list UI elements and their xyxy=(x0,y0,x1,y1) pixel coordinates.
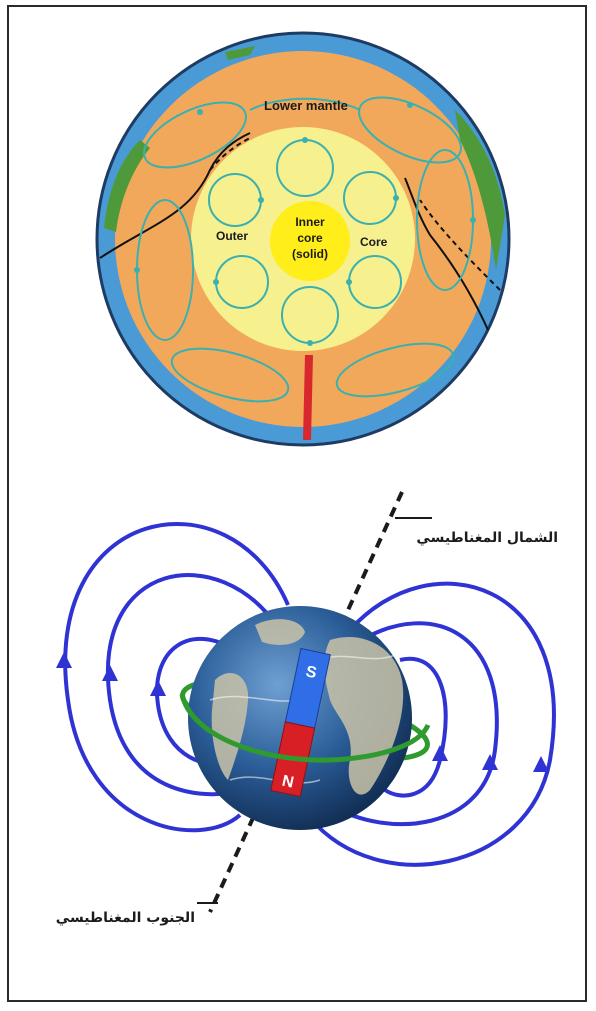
convection-arrowhead xyxy=(346,279,352,285)
mantle-convection-loop xyxy=(249,97,361,111)
convection-arrowhead xyxy=(470,217,476,223)
mantle-convection-loop xyxy=(170,347,290,403)
outer-core-convection-cells xyxy=(208,139,402,344)
convection-arrowhead xyxy=(393,195,399,201)
mantle-convection-loop xyxy=(143,101,247,169)
subduction-slab-right-dashed xyxy=(419,199,501,291)
subduction-slab-left-dashed xyxy=(209,136,253,171)
continent-right xyxy=(455,110,505,270)
inner-core xyxy=(270,201,350,281)
magnetic-field-diagram: S N الشمال المغناطيسي الجنوب المغناطيسي xyxy=(56,491,558,926)
inner-core-label-line1: Inner xyxy=(295,215,325,229)
inner-core-label-line2: core xyxy=(297,231,323,245)
convection-arrowhead xyxy=(134,267,140,273)
pole-s-label: S xyxy=(304,663,318,682)
subduction-slab-right xyxy=(404,177,489,331)
mantle-convection-loop xyxy=(335,342,455,398)
earth-interior-diagram: Lower mantle Inner core (solid) Outer Co… xyxy=(95,31,511,447)
continent-left xyxy=(104,140,150,232)
landmass-greenland xyxy=(255,619,305,645)
convection-arrowhead xyxy=(307,340,313,346)
equator-ring-front xyxy=(179,693,431,763)
field-line-arrowhead xyxy=(432,745,448,761)
continent-top xyxy=(225,46,255,60)
field-line-arrowhead xyxy=(102,665,118,681)
convection-arrowheads xyxy=(134,102,476,346)
core-label: Core xyxy=(360,235,388,249)
field-line-arrowhead xyxy=(482,754,498,770)
convection-arrowhead xyxy=(197,109,203,115)
field-line-arrowheads xyxy=(56,652,549,772)
mantle-convection-loop xyxy=(358,96,462,164)
convection-arrowhead xyxy=(213,279,219,285)
lower-mantle-label: Lower mantle xyxy=(264,98,348,113)
magnetic-south-label: الجنوب المغناطيسي xyxy=(56,910,195,926)
field-line xyxy=(63,522,290,833)
convection-arrowhead xyxy=(407,102,413,108)
landmass-americas xyxy=(211,672,249,780)
subduction-slab-left xyxy=(99,132,251,259)
field-line xyxy=(328,621,499,827)
inner-core-label-line3: (solid) xyxy=(292,247,328,261)
outer-core-label: Outer xyxy=(216,229,248,243)
field-line-arrowhead xyxy=(56,652,72,668)
pole-n-label: N xyxy=(280,773,295,792)
mantle-plume xyxy=(303,355,313,440)
magnetic-north-label: الشمال المغناطيسي xyxy=(416,530,558,546)
field-line-arrowhead xyxy=(533,756,549,772)
convection-arrowhead xyxy=(258,197,264,203)
field-line-arrowhead xyxy=(150,680,166,696)
convection-arrowhead xyxy=(302,137,308,143)
field-line xyxy=(308,581,556,867)
